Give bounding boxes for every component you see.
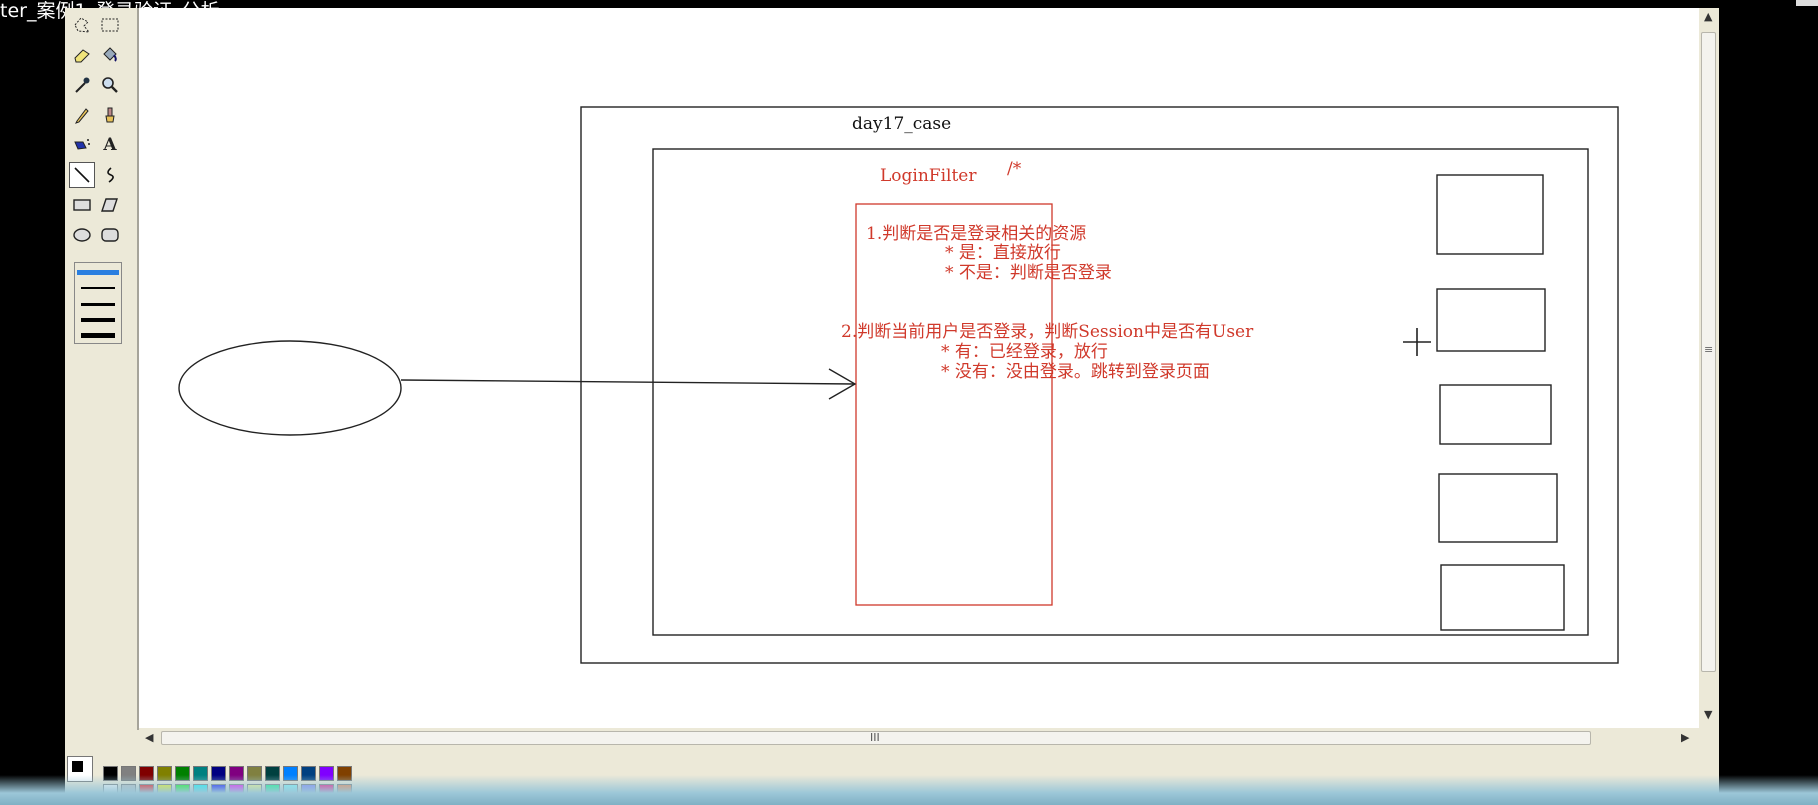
window-corner-button[interactable] xyxy=(1796,0,1818,6)
brush-icon[interactable] xyxy=(97,102,123,128)
scroll-left-arrow-icon[interactable]: ◀ xyxy=(145,731,154,744)
eraser-icon[interactable] xyxy=(69,42,95,68)
crosshair-cursor-icon xyxy=(1403,328,1431,356)
horizontal-grip-icon: III xyxy=(870,731,880,744)
toolbox: A xyxy=(65,8,139,730)
diagram: day17_case LoginFilter /* 1.判断是否是登录相关的资源… xyxy=(178,106,1619,664)
curve-icon[interactable] xyxy=(97,162,123,188)
title-toolbar-icons xyxy=(225,0,445,15)
client-ellipse xyxy=(178,340,402,436)
background-water-strip xyxy=(0,775,1818,805)
line-width-2[interactable] xyxy=(81,287,115,289)
horizontal-scrollbar[interactable]: ◀ III ▶ xyxy=(139,728,1699,748)
step1-no: * 不是：判断是否登录 xyxy=(945,263,1112,283)
line-width-options xyxy=(74,262,122,344)
foreground-color xyxy=(72,761,83,772)
line-width-1[interactable] xyxy=(77,270,119,275)
line-width-4[interactable] xyxy=(81,318,115,322)
airbrush-icon[interactable] xyxy=(69,132,95,158)
step2-yes: * 有：已经登录，放行 xyxy=(941,342,1108,362)
rectangle-icon[interactable] xyxy=(69,192,95,218)
free-select-icon[interactable] xyxy=(69,12,95,38)
line-icon[interactable] xyxy=(69,162,95,188)
filter-box xyxy=(855,203,1053,606)
scroll-down-arrow-icon[interactable]: ▼ xyxy=(1704,708,1713,721)
fill-bucket-icon[interactable] xyxy=(97,42,123,68)
inner-box xyxy=(652,148,1589,636)
vertical-scroll-thumb[interactable]: ≡ xyxy=(1701,32,1716,672)
color-picker-icon[interactable] xyxy=(69,72,95,98)
rounded-rect-icon[interactable] xyxy=(97,222,123,248)
step1-yes: * 是：直接放行 xyxy=(945,243,1061,263)
magnifier-icon[interactable] xyxy=(97,72,123,98)
vertical-grip-icon: ≡ xyxy=(1704,343,1714,356)
line-width-3[interactable] xyxy=(81,303,115,306)
resource-box-4 xyxy=(1438,473,1558,543)
text-icon[interactable]: A xyxy=(103,135,117,155)
scroll-up-arrow-icon[interactable]: ▲ xyxy=(1704,10,1713,23)
request-arrow-line xyxy=(400,379,856,385)
resource-box-5 xyxy=(1440,564,1565,631)
outer-box-label: day17_case xyxy=(852,114,951,134)
pencil-icon[interactable] xyxy=(69,102,95,128)
paint-app: A day17_case xyxy=(65,8,1719,805)
line-width-5[interactable] xyxy=(81,333,115,338)
polygon-icon[interactable] xyxy=(97,192,123,218)
outer-box xyxy=(580,106,1619,664)
comment-mark: /* xyxy=(1007,159,1022,179)
step1-title: 1.判断是否是登录相关的资源 xyxy=(866,224,1086,244)
scroll-right-arrow-icon[interactable]: ▶ xyxy=(1681,731,1690,744)
drawing-canvas[interactable]: day17_case LoginFilter /* 1.判断是否是登录相关的资源… xyxy=(139,8,1699,728)
resource-box-1 xyxy=(1436,174,1544,255)
horizontal-scroll-thumb[interactable]: III xyxy=(161,731,1591,745)
vertical-scrollbar[interactable]: ▲ ≡ ▼ xyxy=(1699,8,1719,730)
rect-select-icon[interactable] xyxy=(97,12,123,38)
ellipse-icon[interactable] xyxy=(69,222,95,248)
step2-title: 2.判断当前用户是否登录，判断Session中是否有User xyxy=(841,322,1254,342)
request-arrow-head xyxy=(828,368,857,400)
step2-no: * 没有：没由登录。跳转到登录页面 xyxy=(941,362,1210,382)
filter-label: LoginFilter xyxy=(880,166,977,186)
resource-box-2 xyxy=(1436,288,1546,352)
resource-box-3 xyxy=(1439,384,1552,445)
